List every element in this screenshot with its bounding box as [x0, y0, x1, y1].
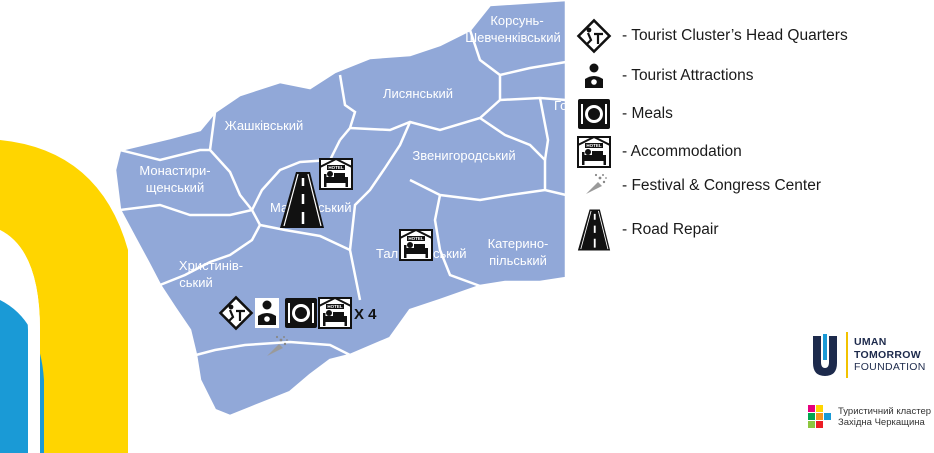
district-label: Шевченківський: [465, 30, 560, 45]
logo-line: TOMORROW: [854, 348, 921, 361]
tourist-attraction-icon: [576, 60, 612, 92]
legend-label: - Tourist Attractions: [622, 67, 754, 84]
district-label: ський: [318, 200, 351, 215]
logo-line: Західна Черкащина: [838, 417, 925, 428]
district-label: Христинів-: [179, 258, 243, 273]
legend-item-meals: - Meals: [576, 98, 673, 130]
legend-item-accommodation: - Accommodation: [576, 136, 742, 168]
legend-item-festival: - Festival & Congress Center: [576, 170, 821, 202]
legend-item-road: - Road Repair: [576, 208, 719, 252]
district-labels: Корсунь- Шевченківський Лисянський Жашкі…: [139, 13, 567, 290]
district-label: пільський: [489, 253, 547, 268]
district-label: щенський: [146, 180, 204, 195]
cluster-mark-icon: [808, 405, 831, 428]
logo-line: FOUNDATION: [854, 361, 926, 374]
district-label: Монастири-: [139, 163, 210, 178]
logo-line: Туристичний кластер: [838, 406, 932, 417]
legend-label: - Festival & Congress Center: [622, 177, 821, 194]
road-icon: [576, 208, 612, 252]
logo-line: UMAN: [854, 336, 887, 349]
district-label: Катерино-: [488, 236, 549, 251]
hotel-count-label: X 4: [354, 306, 377, 323]
district-label: Лисянський: [383, 86, 453, 101]
district-borders: [119, 29, 567, 357]
hotel-icon: [576, 136, 612, 168]
legend-item-attractions: - Tourist Attractions: [576, 60, 754, 92]
hotel-icon: [318, 297, 352, 329]
legend-label: - Tourist Cluster’s Head Quarters: [622, 27, 848, 44]
legend-item-hq: - Tourist Cluster’s Head Quarters: [576, 19, 848, 53]
festival-icon: [576, 170, 612, 202]
decor-yellow-shape: [0, 140, 128, 453]
legend-label: - Accommodation: [622, 143, 742, 160]
hotel-icon: [399, 229, 433, 261]
tourist-hq-icon: [576, 19, 612, 53]
decor-white-curve: [0, 230, 40, 453]
district-label: Корсунь-: [490, 13, 543, 28]
logo-divider: [846, 332, 848, 378]
district-label: ський: [433, 246, 466, 261]
uman-logo-text: UMAN TOMORROW FOUNDATION: [854, 336, 926, 374]
district-label: Жашківський: [225, 118, 304, 133]
uman-foundation-logo: UMAN TOMORROW FOUNDATION: [810, 332, 926, 378]
hotel-icon: [319, 158, 353, 190]
meals-icon: [285, 298, 317, 328]
meals-icon: [576, 98, 612, 130]
district-label: Звенигородський: [412, 148, 515, 163]
cluster-logo-text: Туристичний кластер Західна Черкащина: [838, 406, 931, 428]
legend-label: - Road Repair: [622, 221, 719, 238]
uman-u-icon: [813, 334, 837, 376]
district-label: Го: [554, 98, 567, 113]
tourist-cluster-logo: Туристичний кластер Західна Черкащина: [808, 405, 931, 429]
district-label: ський: [179, 275, 212, 290]
district-label: Тал: [376, 246, 398, 261]
district-label: Ма: [270, 200, 289, 215]
legend-label: - Meals: [622, 105, 673, 122]
tourist-attraction-icon: [255, 298, 279, 328]
